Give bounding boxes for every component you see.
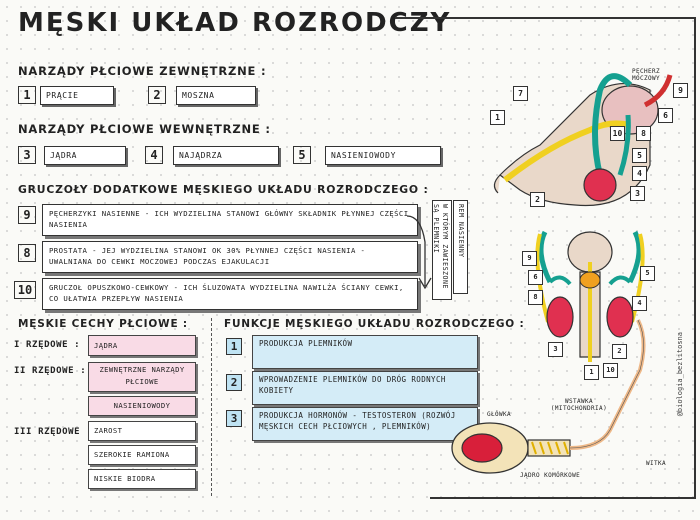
section-heading-glands: GRUCZOŁY DODATKOWE MĘSKIEGO UKŁADU ROZRO… (18, 183, 429, 196)
number-badge: 1 (18, 86, 36, 104)
function-item: PRODUKCJA PLEMNIKÓW (252, 335, 478, 369)
credit: @biologia_bezlitosna (676, 332, 684, 417)
diagram-tag: 4 (632, 296, 647, 311)
divider (694, 17, 696, 497)
sperm-label: WSTAWKA (MITOCHONDRIA) (550, 398, 608, 412)
diagram-tag: 4 (632, 166, 647, 181)
bracket-arrow (406, 215, 432, 290)
rank-label: III RZĘDOWE : (14, 427, 93, 437)
number-badge: 8 (18, 244, 36, 262)
diagram-tag: 7 (513, 86, 528, 101)
number-badge: 3 (18, 146, 36, 164)
diagram-tag: 10 (603, 363, 618, 378)
gland-description: PĘCHERZYKI NASIENNE - ICH WYDZIELINA STA… (42, 204, 418, 236)
trait-item: NASIENIOWODY (88, 396, 196, 416)
side-view-diagram (493, 73, 673, 207)
diagram-tag: 5 (632, 148, 647, 163)
sperm-label: JĄDRO KOMÓRKOWE (520, 472, 581, 479)
diagram-tag: 5 (640, 266, 655, 281)
number-badge: 1 (226, 338, 242, 355)
rank-label: II RZĘDOWE : (14, 366, 87, 376)
trait-item: SZEROKIE RAMIONA (88, 445, 196, 465)
diagram-tag: 3 (630, 186, 645, 201)
number-badge: 4 (145, 146, 163, 164)
divider (430, 497, 696, 499)
organ-label: PRĄCIE (40, 86, 114, 105)
diagram-tag: 1 (584, 365, 599, 380)
number-badge: 2 (226, 374, 242, 391)
diagram-tag: 1 (490, 110, 505, 125)
section-heading-functions: FUNKCJE MĘSKIEGO UKŁADU ROZRODCZEGO : (224, 318, 525, 330)
diagram-tag: 6 (528, 270, 543, 285)
trait-item: JĄDRA (88, 335, 196, 356)
trait-item: NISKIE BIODRA (88, 469, 196, 489)
number-badge: 10 (14, 281, 36, 299)
side-note: W KTÓRYM ZAWIESZONE SĄ PLEMNIKI (432, 200, 452, 300)
diagram-tag: 8 (528, 290, 543, 305)
side-note: REM NASIENNY (453, 200, 468, 294)
section-heading-external: NARZĄDY PŁCIOWE ZEWNĘTRZNE : (18, 64, 267, 78)
trait-item: ZAROST (88, 421, 196, 441)
sperm-label: GŁÓWKA (487, 411, 512, 418)
page-title: MĘSKI UKŁAD ROZRODCZY (18, 8, 452, 38)
divider (395, 17, 695, 19)
diagram-tag: 8 (636, 126, 651, 141)
organ-label: NAJĄDRZA (173, 146, 279, 165)
number-badge: 2 (148, 86, 166, 104)
diagram-label: PĘCHERZ MOCZOWY (631, 68, 661, 82)
function-item: WPROWADZENIE PLEMNIKÓW DO DRÓG RODNYCH K… (252, 371, 478, 405)
diagram-tag: 9 (522, 251, 537, 266)
rank-label: I RZĘDOWE : (14, 340, 81, 350)
section-heading-internal: NARZĄDY PŁCIOWE WEWNĘTRZNE : (18, 122, 271, 136)
sperm-diagram (451, 319, 646, 474)
sperm-label: WITKA (646, 460, 667, 467)
organ-label: MOSZNA (176, 86, 256, 105)
number-badge: 9 (18, 206, 36, 224)
trait-item: ZEWNĘTRZNE NARZĄDY PŁCIOWE (88, 362, 196, 392)
number-badge: 5 (293, 146, 311, 164)
section-heading-traits: MĘSKIE CECHY PŁCIOWE : (18, 318, 188, 330)
organ-label: NASIENIOWODY (325, 146, 441, 165)
diagram-tag: 6 (658, 108, 673, 123)
organ-label: JĄDRA (44, 146, 126, 165)
diagram-tag: 3 (548, 342, 563, 357)
divider (211, 318, 212, 496)
gland-description: PROSTATA - JEJ WYDZIELINA STANOWI OK 30%… (42, 241, 418, 273)
diagram-tag: 2 (612, 344, 627, 359)
diagram-tag: 10 (610, 126, 625, 141)
number-badge: 3 (226, 410, 242, 427)
function-item: PRODUKCJA HORMONÓW - TESTOSTERON (ROZWÓJ… (252, 407, 478, 441)
gland-description: GRUCZOŁ OPUSZKOWO-CEWKOWY - ICH ŚLUZOWAT… (42, 278, 418, 310)
front-view-diagram (535, 230, 645, 362)
diagram-tag: 9 (673, 83, 688, 98)
diagram-tag: 2 (530, 192, 545, 207)
